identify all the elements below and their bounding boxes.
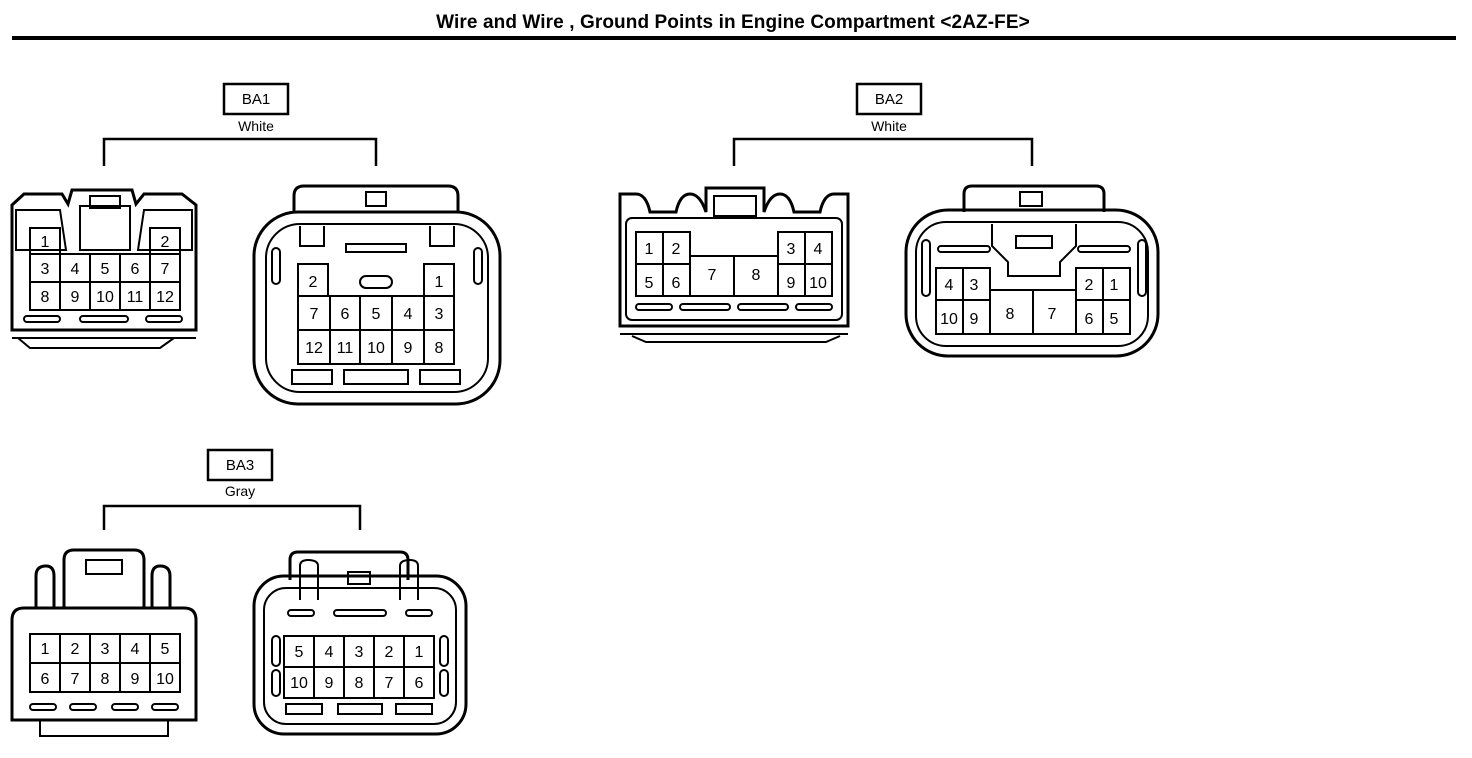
pin-label: 9 [787, 275, 796, 292]
pin-label: 4 [814, 241, 823, 258]
pin-label: 1 [41, 641, 50, 658]
pin-label: 12 [156, 289, 174, 306]
pin-label: 5 [645, 275, 654, 292]
connector-ba3: BA3 Gray 1 2 3 4 5 6 [10, 448, 468, 737]
pin-label: 10 [290, 675, 308, 692]
pin-label: 8 [752, 267, 761, 284]
pin-label: 9 [131, 671, 140, 688]
pin-label: 8 [41, 289, 50, 306]
pin-label: 10 [96, 289, 114, 306]
connector-ba3-male-view: 1 2 3 4 5 6 7 8 9 10 [10, 548, 198, 737]
pin-label: 6 [1085, 311, 1094, 328]
pin-label: 9 [325, 675, 334, 692]
page-title: Wire and Wire , Ground Points in Engine … [436, 12, 1030, 33]
pin-label: 9 [404, 340, 413, 357]
pin-label: 9 [71, 289, 80, 306]
connector-ba2-male-view: 1 2 3 4 5 6 7 8 9 10 [618, 186, 850, 343]
pin-label: 8 [101, 671, 110, 688]
connector-color-label: Gray [225, 483, 255, 499]
pin-label: 1 [1110, 277, 1119, 294]
pin-label: 7 [385, 675, 394, 692]
pin-label: 3 [41, 261, 50, 278]
pin-label: 10 [809, 275, 827, 292]
pin-label: 7 [161, 261, 170, 278]
pin-label: 7 [71, 671, 80, 688]
connector-code-box [855, 82, 923, 116]
pin-label: 1 [645, 241, 654, 258]
pin-label: 1 [41, 234, 50, 251]
bracket-line [102, 137, 378, 166]
pin-label: 1 [435, 274, 444, 291]
pin-label: 12 [305, 340, 323, 357]
pin-label: 6 [672, 275, 681, 292]
pin-label: 10 [940, 311, 958, 328]
pin-label: 5 [372, 306, 381, 323]
pin-label: 6 [341, 306, 350, 323]
pin-label: 4 [131, 641, 140, 658]
pin-label: 5 [161, 641, 170, 658]
pin-label: 10 [156, 671, 174, 688]
pin-label: 5 [101, 261, 110, 278]
bracket-line [732, 137, 1034, 166]
pin-label: 2 [309, 274, 318, 291]
pin-label: 5 [1110, 311, 1119, 328]
pin-label: 3 [355, 644, 364, 661]
bracket-line [102, 504, 362, 530]
pin-label: 8 [435, 340, 444, 357]
pin-label: 7 [1048, 306, 1057, 323]
pin-label: 8 [355, 675, 364, 692]
connector-code-label: BA3 [226, 457, 254, 474]
pin-label: 7 [708, 267, 717, 284]
connector-ba3-female-view: 5 4 3 2 1 10 9 8 7 6 [252, 550, 468, 736]
pin-label: 11 [127, 289, 144, 306]
pin-label: 3 [101, 641, 110, 658]
connector-ba1: BA1 White 1 2 3 [10, 82, 502, 406]
pin-label: 1 [415, 644, 424, 661]
pin-label: 9 [970, 311, 979, 328]
pin-label: 7 [310, 306, 319, 323]
connector-code-label: BA1 [242, 91, 270, 108]
pin-label: 4 [404, 306, 413, 323]
pin-label: 11 [337, 340, 354, 357]
connector-code-label: BA2 [875, 91, 903, 108]
pin-label: 2 [161, 234, 170, 251]
pin-label: 5 [295, 644, 304, 661]
pin-label: 4 [325, 644, 334, 661]
pin-label: 2 [385, 644, 394, 661]
pin-label: 3 [435, 306, 444, 323]
pin-label: 4 [71, 261, 80, 278]
pin-label: 6 [415, 675, 424, 692]
title-rule [12, 36, 1456, 40]
connector-code-box [206, 448, 274, 482]
pin-label: 2 [1085, 277, 1094, 294]
pin-label: 3 [970, 277, 979, 294]
connector-code-box [222, 82, 290, 116]
connector-ba2-female-view: 4 3 2 1 10 9 8 7 6 5 [904, 184, 1160, 358]
connector-color-label: White [871, 118, 907, 134]
pin-label: 10 [367, 340, 385, 357]
pin-label: 6 [41, 671, 50, 688]
connector-ba1-male-view: 1 2 3 4 5 6 7 8 9 10 11 12 [10, 188, 198, 349]
pin-label: 3 [787, 241, 796, 258]
connector-ba2: BA2 White 1 2 3 4 [618, 82, 1160, 358]
pin-label: 8 [1006, 306, 1015, 323]
connector-ba1-female-view: 2 1 7 6 5 4 3 12 11 10 9 8 [252, 184, 502, 406]
connector-color-label: White [238, 118, 274, 134]
pin-label: 4 [945, 277, 954, 294]
pin-label: 6 [131, 261, 140, 278]
pin-label: 2 [71, 641, 80, 658]
pin-label: 2 [672, 241, 681, 258]
